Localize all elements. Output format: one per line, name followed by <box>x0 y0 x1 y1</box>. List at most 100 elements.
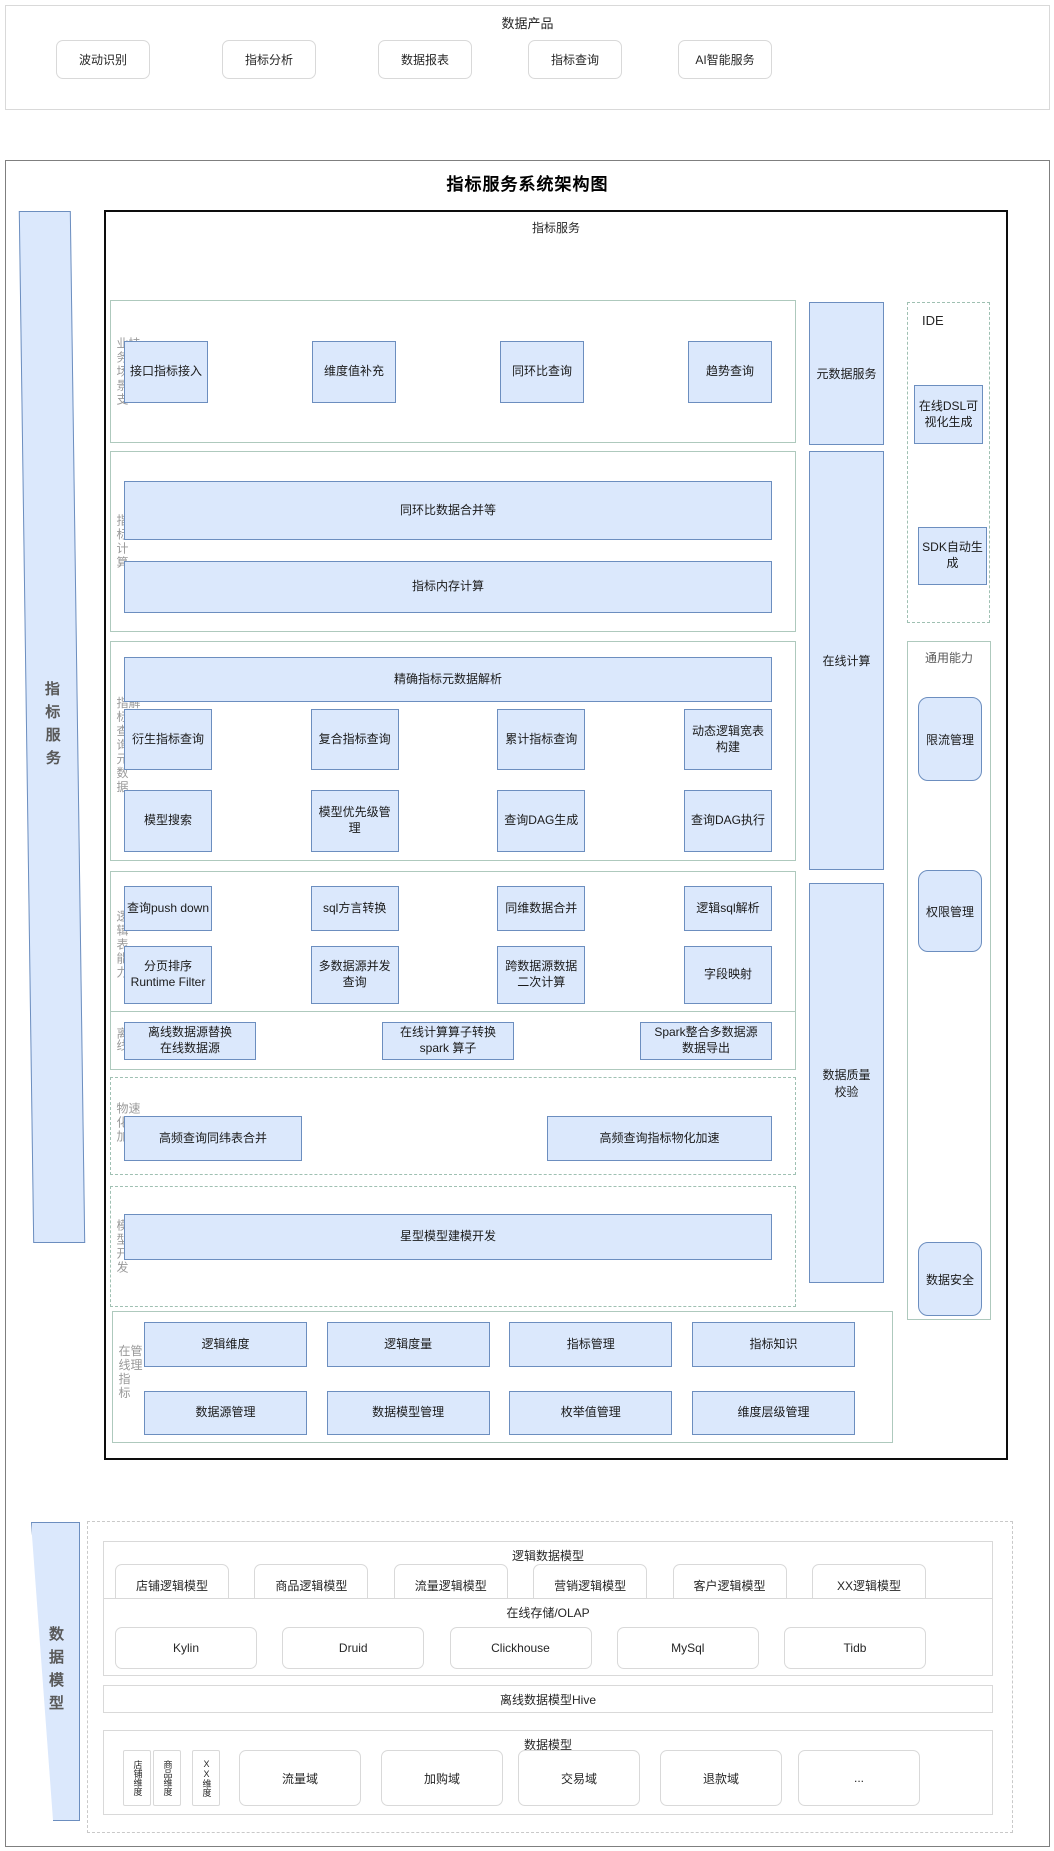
box-metric-knowledge: 指标知识 <box>691 1322 855 1367</box>
box-interface-metric-access: 接口指标接入 <box>124 341 208 403</box>
data-quality-box: 数据质量 校验 <box>809 883 884 1283</box>
box-same-dim-merge: 同维数据合并 <box>497 886 586 931</box>
page-title: 指标服务系统架构图 <box>446 175 609 194</box>
box-refund-domain: 退款域 <box>660 1750 782 1806</box>
logical-table-row-1: 查询push down sql方言转换 同维数据合并 逻辑sql解析 <box>124 886 772 931</box>
online-metric-row-1: 逻辑维度 逻辑度量 指标管理 指标知识 <box>144 1322 855 1367</box>
section-offline-export: 离线导出 离线数据源替换 在线数据源 在线计算算子转换 spark 算子 Spa… <box>110 1011 796 1070</box>
box-high-freq-materialize: 高频查询指标物化加速 <box>547 1116 772 1161</box>
olap-storage-box: 在线存储/OLAP Kylin Druid Clickhouse MySql T… <box>103 1598 993 1676</box>
offline-hive-bar: 离线数据模型Hive <box>103 1685 993 1713</box>
box-dimension-value-fill: 维度值补充 <box>312 341 396 403</box>
metadata-row-1: 衍生指标查询 复合指标查询 累计指标查询 动态逻辑宽表 构建 <box>124 709 772 770</box>
box-traffic-domain: 流量域 <box>239 1750 361 1806</box>
dim-box-xx: XX维度 <box>192 1750 220 1806</box>
box-permission-management: 权限管理 <box>918 870 982 952</box>
metadata-service-box: 元数据服务 <box>809 302 884 445</box>
box-clickhouse: Clickhouse <box>449 1627 592 1669</box>
dim-xx-label: XX维度 <box>201 1759 212 1797</box>
data-model-title: 数据模型 <box>523 1738 572 1752</box>
box-more-domain: ... <box>798 1750 920 1806</box>
box-query-push-down: 查询push down <box>124 886 212 931</box>
main-architecture-panel: 指标服务系统架构图 指标服务 指标服务 业务场景支持支持 接口指标接入 维度值补… <box>5 160 1050 1847</box>
section-online-metric-management: 在线指标管理 逻辑维度 逻辑度量 指标管理 指标知识 数据源管理 数据模型管理 … <box>112 1311 893 1443</box>
bar-precise-metadata-parse: 精确指标元数据解析 <box>124 657 772 702</box>
box-derived-metric-query: 衍生指标查询 <box>124 709 212 770</box>
business-scenario-row: 接口指标接入 维度值补充 同环比查询 趋势查询 <box>124 341 772 403</box>
box-model-search: 模型搜索 <box>124 790 212 852</box>
product-box-metric-query: 指标查询 <box>528 40 622 79</box>
olap-storage-row: Kylin Druid Clickhouse MySql Tidb <box>115 1627 926 1669</box>
indicator-service-inner-label: 指标服务 <box>531 221 580 235</box>
logical-data-model-title: 逻辑数据模型 <box>511 1549 584 1563</box>
box-sdk-auto-generate: SDK自动生 成 <box>918 527 987 585</box>
box-field-mapping: 字段映射 <box>683 946 772 1004</box>
offline-export-row: 离线数据源替换 在线数据源 在线计算算子转换 spark 算子 Spark整合多… <box>124 1022 772 1060</box>
ide-label: IDE <box>922 313 944 328</box>
box-druid: Druid <box>282 1627 425 1669</box>
box-spark-multi-source-export: Spark整合多数据源 数据导出 <box>640 1022 772 1060</box>
box-dynamic-wide-table: 动态逻辑宽表 构建 <box>683 709 772 770</box>
box-data-model-management: 数据模型管理 <box>326 1391 490 1435</box>
box-metric-management: 指标管理 <box>509 1322 673 1367</box>
indicator-service-sidebar-label: 指标服务 <box>42 681 62 773</box>
box-multi-source-concurrent: 多数据源并发 查询 <box>310 946 399 1004</box>
product-box-data-report: 数据报表 <box>378 40 472 79</box>
box-query-dag-generate: 查询DAG生成 <box>497 790 586 852</box>
box-model-priority-mgmt: 模型优先级管 理 <box>310 790 399 852</box>
product-box-volatility: 波动识别 <box>56 40 150 79</box>
section-online-metric-label: 在线指标管理 <box>117 1344 143 1401</box>
metadata-service-label: 元数据服务 <box>816 367 877 381</box>
box-kylin: Kylin <box>115 1627 257 1669</box>
metadata-row-2: 模型搜索 模型优先级管 理 查询DAG生成 查询DAG执行 <box>124 790 772 852</box>
box-enum-value-management: 枚举值管理 <box>509 1391 673 1435</box>
box-data-security: 数据安全 <box>918 1242 982 1316</box>
box-tidb: Tidb <box>784 1627 926 1669</box>
common-capability-box: 通用能力 限流管理 权限管理 数据安全 <box>907 641 991 1320</box>
olap-storage-title: 在线存储/OLAP <box>506 1606 590 1620</box>
dim-goods-label: 商品维度 <box>162 1760 173 1796</box>
box-cart-domain: 加购域 <box>381 1750 503 1806</box>
data-quality-label: 数据质量 校验 <box>822 1068 871 1099</box>
box-online-dsl-generate: 在线DSL可 视化生成 <box>914 385 983 444</box>
section-metric-computation: 指标计算 同环比数据合并等 指标内存计算 <box>110 451 796 632</box>
section-logical-table-capability: 逻辑表能力 查询push down sql方言转换 同维数据合并 逻辑sql解析… <box>110 871 796 1018</box>
box-high-freq-table-merge: 高频查询同纬表合并 <box>124 1116 302 1161</box>
section-model-development: 模型开发 星型模型建模开发 <box>110 1186 796 1307</box>
dim-box-goods: 商品维度 <box>153 1750 181 1806</box>
box-period-compare-query: 同环比查询 <box>500 341 584 403</box>
section-metric-query-metadata: 指标查询元数据解析 精确指标元数据解析 衍生指标查询 复合指标查询 累计指标查询… <box>110 641 796 861</box>
box-cumulative-metric-query: 累计指标查询 <box>497 709 586 770</box>
materialization-row: 高频查询同纬表合并 高频查询指标物化加速 <box>124 1116 772 1161</box>
data-model-sidebar-label: 数据模型 <box>47 1625 64 1718</box>
bar-star-schema-modeling: 星型模型建模开发 <box>124 1214 772 1260</box>
box-rate-limit-management: 限流管理 <box>918 697 982 781</box>
box-paging-runtime-filter: 分页排序 Runtime Filter <box>124 946 212 1004</box>
dim-shop-label: 店铺维度 <box>132 1760 143 1796</box>
box-query-dag-execute: 查询DAG执行 <box>683 790 772 852</box>
common-capability-label: 通用能力 <box>924 651 973 665</box>
data-products-title: 数据产品 <box>501 16 554 31</box>
box-datasource-management: 数据源管理 <box>144 1391 307 1435</box>
box-composite-metric-query: 复合指标查询 <box>310 709 399 770</box>
online-compute-box: 在线计算 <box>809 451 884 870</box>
section-business-scenario-support: 业务场景支持支持 接口指标接入 维度值补充 同环比查询 趋势查询 <box>110 300 796 443</box>
data-products-panel: 数据产品 波动识别 指标分析 数据报表 指标查询 AI智能服务 <box>5 5 1050 110</box>
box-operator-to-spark: 在线计算算子转换 spark 算子 <box>382 1022 514 1060</box>
data-model-box: 数据模型 店铺维度 商品维度 XX维度 流量域 加购域 交易域 退款域 ... <box>103 1730 993 1815</box>
box-trade-domain: 交易域 <box>518 1750 640 1806</box>
product-box-metric-analysis: 指标分析 <box>222 40 316 79</box>
bar-period-data-merge: 同环比数据合并等 <box>124 481 772 540</box>
section-materialization-acceleration: 物化加速 高频查询同纬表合并 高频查询指标物化加速 <box>110 1077 796 1175</box>
box-sql-dialect-convert: sql方言转换 <box>310 886 399 931</box>
dim-box-shop: 店铺维度 <box>123 1750 151 1806</box>
online-compute-label: 在线计算 <box>822 654 871 668</box>
ide-box: IDE 在线DSL可 视化生成 SDK自动生 成 <box>907 302 990 623</box>
box-dimension-level-management: 维度层级管理 <box>691 1391 855 1435</box>
box-logical-measure: 逻辑度量 <box>326 1322 490 1367</box>
box-trend-query: 趋势查询 <box>688 341 772 403</box>
product-box-ai-service: AI智能服务 <box>678 40 772 79</box>
bar-metric-memory-compute: 指标内存计算 <box>124 561 772 613</box>
online-metric-row-2: 数据源管理 数据模型管理 枚举值管理 维度层级管理 <box>144 1391 855 1435</box>
